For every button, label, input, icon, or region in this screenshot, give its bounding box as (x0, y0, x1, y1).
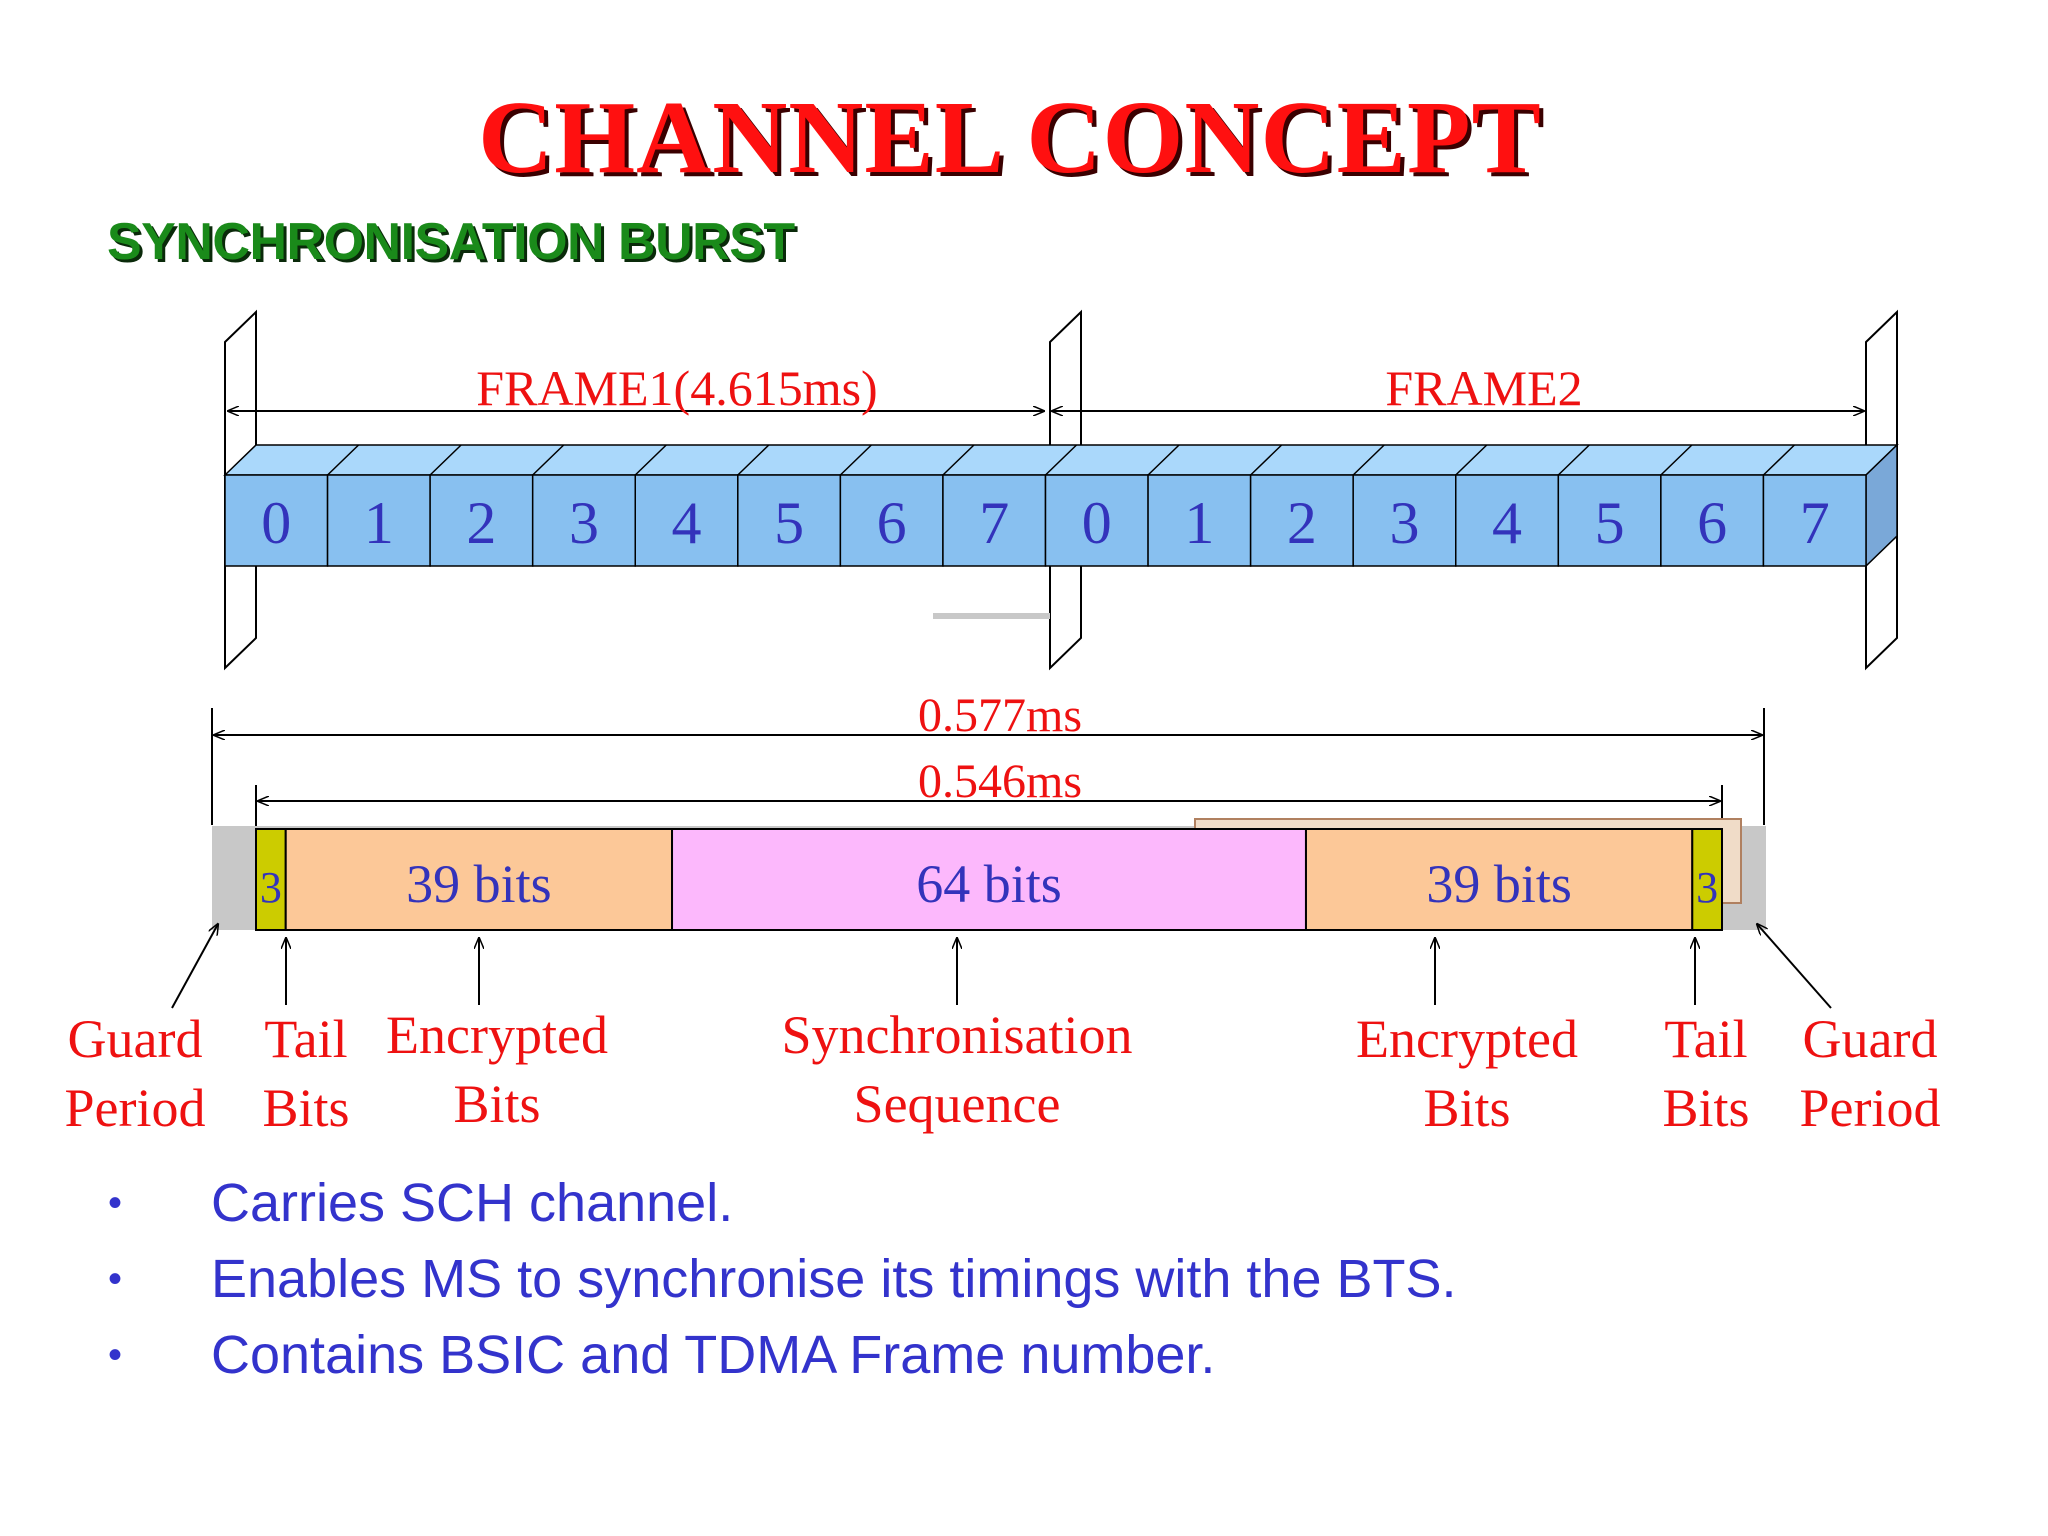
total-duration-label: 0.577ms (918, 689, 1082, 742)
guard-right-pointer (1757, 924, 1832, 1009)
time-slot (1147, 474, 1252, 567)
burst-field-label: 39 bits (1426, 854, 1572, 914)
time-slot (1762, 474, 1867, 567)
bullet-dot: • (108, 1333, 123, 1377)
encrypted-bits-right-line1: Encrypted (1356, 1009, 1578, 1069)
time-slot (1352, 474, 1457, 567)
bullet-text: Enables MS to synchronise its timings wi… (211, 1249, 1457, 1309)
slot-top-edge (327, 444, 360, 476)
time-slot-number: 6 (1697, 490, 1727, 556)
burst-fields: 3 39 bits 64 bits 39 bits 3 (255, 828, 1724, 931)
guard-period-right-line2: Period (1800, 1078, 1941, 1138)
time-slot-number: 3 (1389, 490, 1419, 556)
slot-top-edge (942, 444, 975, 476)
time-slot (1249, 474, 1354, 567)
time-slot (429, 474, 534, 567)
time-slot (1044, 474, 1149, 567)
guard-period-left-line1: Guard (68, 1009, 203, 1069)
bullet-dot: • (108, 1257, 123, 1301)
page-title: CHANNEL CONCEPT (478, 80, 1542, 195)
burst-field (1304, 828, 1694, 931)
time-slot-number: 7 (1800, 490, 1830, 556)
encrypted-bits-right-line2: Bits (1423, 1078, 1510, 1138)
time-slot-number: 4 (1492, 490, 1522, 556)
guard-left-pointer (171, 924, 218, 1009)
bullet-dot: • (108, 1181, 123, 1225)
time-slot-number: 5 (1595, 490, 1625, 556)
slot-top-edge (429, 444, 462, 476)
burst-field (1691, 828, 1724, 931)
slot-top-edge (1557, 444, 1590, 476)
useful-duration-label: 0.546ms (918, 755, 1082, 808)
frame1-label: FRAME1(4.615ms) (476, 360, 877, 416)
time-slot (531, 474, 636, 567)
time-slot-number: 7 (979, 490, 1009, 556)
slot-top-edge (1660, 444, 1693, 476)
time-slot (1557, 474, 1662, 567)
slot-top-edge (532, 444, 565, 476)
time-slot-number: 4 (672, 490, 702, 556)
tail-bits-left-line1: Tail (264, 1009, 347, 1069)
guard-period-left-line2: Period (65, 1078, 206, 1138)
time-slot-number: 1 (364, 490, 394, 556)
bullet-text: Contains BSIC and TDMA Frame number. (211, 1325, 1216, 1385)
slot-marker-bar (933, 613, 1050, 619)
sync-sequence-line1: Synchronisation (782, 1005, 1133, 1065)
tail-bits-right-line2: Bits (1662, 1078, 1749, 1138)
slot-top-edge (1762, 444, 1795, 476)
time-slot-number: 6 (877, 490, 907, 556)
sync-sequence-line2: Sequence (854, 1074, 1061, 1134)
burst-field (284, 828, 674, 931)
slot-top-edge (1044, 444, 1078, 476)
time-slot-number: 0 (1082, 490, 1112, 556)
slot-top-edges (327, 444, 1795, 476)
burst-field-label: 39 bits (406, 854, 552, 914)
label-pointers (171, 924, 1832, 1009)
time-slots: 0 1 2 3 4 5 6 7 0 1 2 3 4 5 6 7 (224, 474, 1867, 567)
time-slot (839, 474, 944, 567)
slot-top-edge (1455, 444, 1488, 476)
bullet-text: Carries SCH channel. (211, 1173, 734, 1233)
time-slot-number: 5 (774, 490, 804, 556)
burst-field-label: 3 (1696, 863, 1718, 912)
burst-field (671, 828, 1307, 931)
time-slot (942, 474, 1047, 567)
guard-period-right-line1: Guard (1803, 1009, 1938, 1069)
time-slot-number: 2 (466, 490, 496, 556)
burst-field-label: 3 (260, 863, 282, 912)
time-slot-number: 2 (1287, 490, 1317, 556)
tail-bits-left-line2: Bits (262, 1078, 349, 1138)
time-slot-number: 1 (1184, 490, 1214, 556)
tail-bits-right-line1: Tail (1664, 1009, 1747, 1069)
encrypted-bits-left-line1: Encrypted (386, 1005, 608, 1065)
time-slot-number: 0 (261, 490, 291, 556)
time-slot-number: 3 (569, 490, 599, 556)
encrypted-bits-left-line2: Bits (453, 1074, 540, 1134)
time-slot (326, 474, 431, 567)
section-subtitle: SYNCHRONISATION BURST (107, 213, 795, 271)
frame2-label: FRAME2 (1385, 360, 1582, 416)
slot-top-edge (634, 444, 667, 476)
slot-top-edge (839, 444, 872, 476)
time-slot (1455, 474, 1560, 567)
slot-top-edge (737, 444, 770, 476)
burst-field-label: 64 bits (916, 854, 1062, 914)
slot-top-edge (1352, 444, 1385, 476)
slot-top-edge (1147, 444, 1180, 476)
slot-top-edge (1250, 444, 1283, 476)
time-slot (737, 474, 842, 567)
